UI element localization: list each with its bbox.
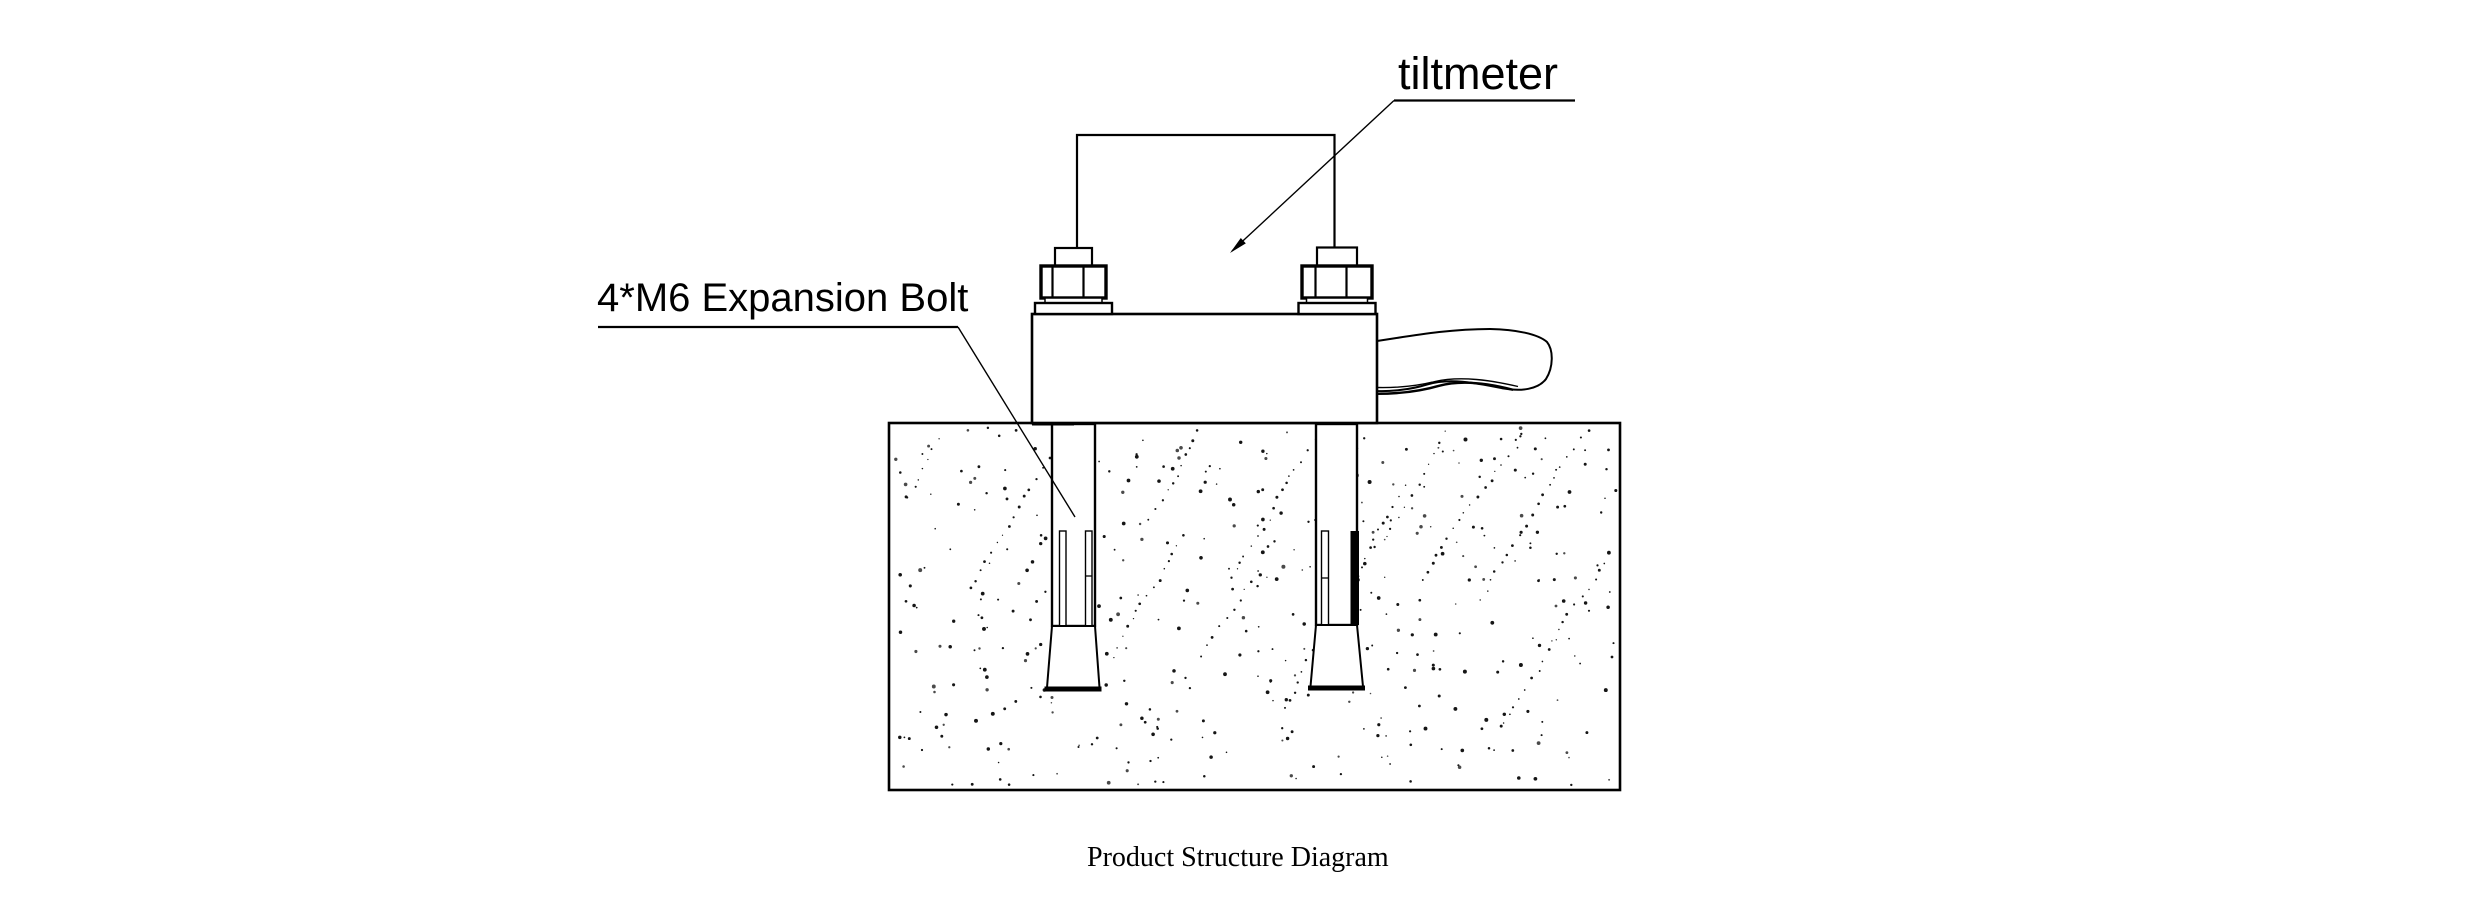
expansion-anchor-left bbox=[1044, 422, 1102, 692]
expansion-sleeve-slot-filled bbox=[1350, 531, 1359, 625]
expansion-bolt-label: 4*M6 Expansion Bolt bbox=[597, 276, 968, 320]
cable-gland-outline bbox=[1376, 328, 1553, 393]
annotation-expansion-bolt: 4*M6 Expansion Bolt bbox=[597, 276, 1076, 518]
bolt-assembly-right bbox=[1297, 246, 1377, 316]
anchor-cone bbox=[1309, 624, 1365, 688]
expansion-anchor-right bbox=[1308, 422, 1365, 691]
annotation-tiltmeter: tiltmeter bbox=[1230, 48, 1575, 253]
cable-line-thin bbox=[1376, 378, 1519, 389]
tiltmeter-label: tiltmeter bbox=[1398, 48, 1558, 99]
bolt-assembly-left bbox=[1033, 246, 1114, 316]
bolt-stud bbox=[1053, 246, 1094, 268]
concrete-block bbox=[887, 421, 1622, 792]
tiltmeter-leader-line bbox=[1231, 99, 1395, 252]
washer bbox=[1297, 301, 1377, 316]
expansion-sleeve-slot bbox=[1058, 530, 1067, 628]
expansion-bolt-leader-line bbox=[957, 326, 1076, 518]
concrete-outline bbox=[887, 421, 1622, 792]
diagram-caption: Product Structure Diagram bbox=[1087, 842, 1389, 873]
mounting-plate bbox=[1030, 312, 1379, 425]
leader-arrowhead-icon bbox=[1230, 238, 1246, 253]
cable-gland bbox=[1376, 328, 1553, 395]
tiltmeter-body bbox=[1075, 133, 1336, 248]
expansion-sleeve-slot bbox=[1084, 530, 1093, 628]
anchor-cone bbox=[1045, 625, 1101, 689]
hex-nut bbox=[1039, 264, 1108, 300]
cable-line-thick bbox=[1376, 381, 1514, 395]
hex-nut bbox=[1300, 264, 1374, 300]
washer bbox=[1033, 301, 1114, 316]
bolt-stud bbox=[1315, 246, 1359, 268]
